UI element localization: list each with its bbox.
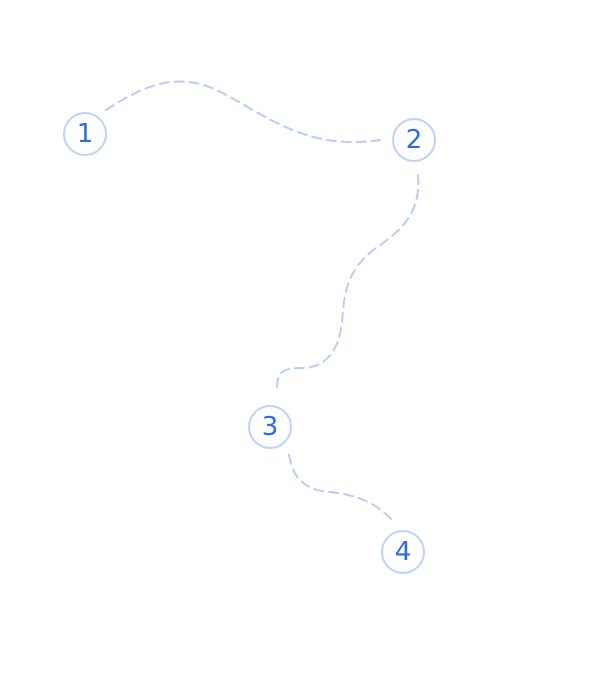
- node-4[interactable]: 4: [381, 530, 425, 574]
- node-2[interactable]: 2: [392, 118, 436, 162]
- link-2-3: [276, 174, 420, 393]
- link-1-2: [105, 80, 381, 143]
- node-label: 3: [261, 412, 279, 442]
- node-3[interactable]: 3: [248, 405, 292, 449]
- node-label: 4: [394, 537, 412, 567]
- node-label: 1: [76, 119, 94, 149]
- node-1[interactable]: 1: [63, 112, 107, 156]
- link-3-4: [288, 454, 392, 520]
- node-label: 2: [405, 125, 423, 155]
